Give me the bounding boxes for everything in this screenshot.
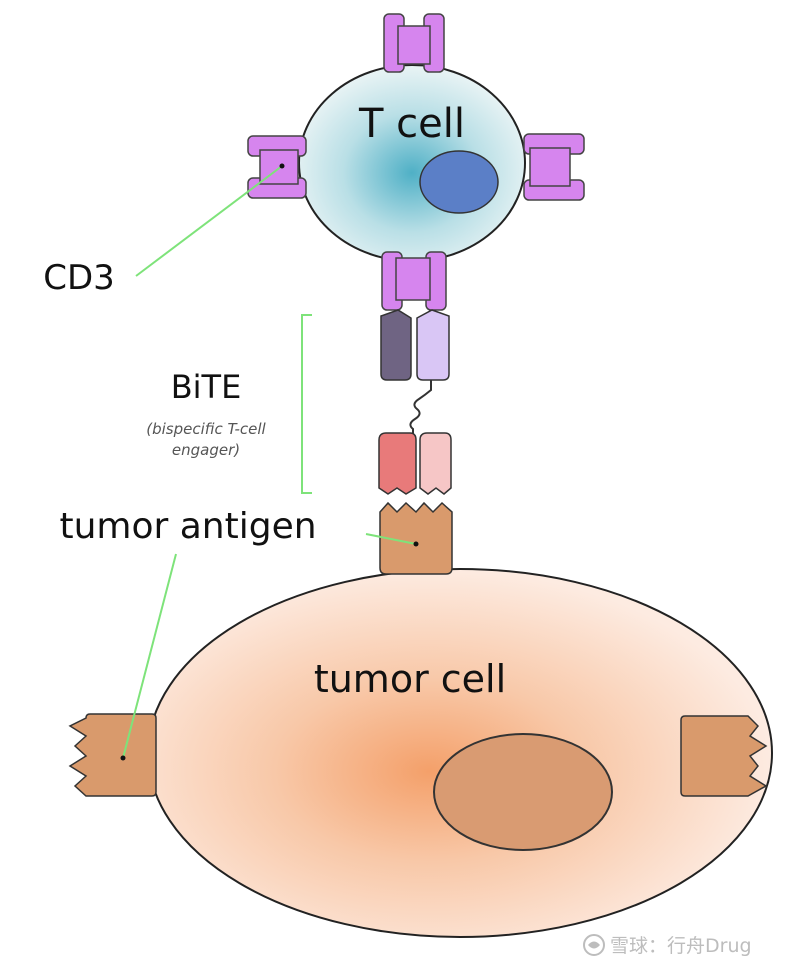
cd3-receptor-bottom [381, 251, 447, 311]
t-cell-nucleus [419, 150, 499, 214]
bite-bracket [301, 314, 312, 494]
t-cell [298, 64, 526, 262]
cd3-label: CD3 [43, 258, 115, 298]
tumor-antigen-label: tumor antigen [59, 506, 316, 547]
watermark-text: 雪球：行舟Drug [610, 935, 752, 957]
bite-label: BiTE [171, 368, 242, 406]
tumor-cell [147, 568, 773, 938]
cd3-receptor-left [247, 135, 307, 199]
snowball-logo-icon [583, 934, 605, 956]
watermark: 雪球：行舟Drug [583, 934, 752, 957]
bite-anti-cd3-light-domain [416, 309, 450, 381]
tumor-antigen-top [379, 501, 453, 575]
tumor-antigen-leader-top [365, 533, 417, 545]
bite-subtitle-line-1: (bispecific T-cell [146, 420, 266, 438]
bite-linker [409, 380, 432, 434]
bite-anti-cd3-dark-domain [380, 309, 412, 381]
tumor-antigen-right [680, 715, 768, 797]
tumor-antigen-leader-left [122, 553, 177, 759]
bite-anti-antigen-red-domain [378, 432, 417, 495]
tumor-antigen-leader-left-dot [120, 755, 126, 761]
tumor-cell-nucleus [433, 733, 613, 851]
tumor-antigen-leader-top-dot [413, 541, 419, 547]
cd3-leader-line [135, 165, 283, 277]
tumor-cell-label: tumor cell [314, 657, 506, 701]
tumor-antigen-left [68, 713, 157, 797]
bite-subtitle-line-2: engager) [172, 441, 240, 459]
cd3-receptor-top [383, 13, 445, 73]
t-cell-label: T cell [358, 101, 465, 147]
cd3-receptor-right [523, 133, 585, 201]
cd3-leader-dot [279, 163, 285, 169]
bite-anti-antigen-pink-domain [419, 432, 452, 495]
bite-molecule [378, 309, 452, 495]
